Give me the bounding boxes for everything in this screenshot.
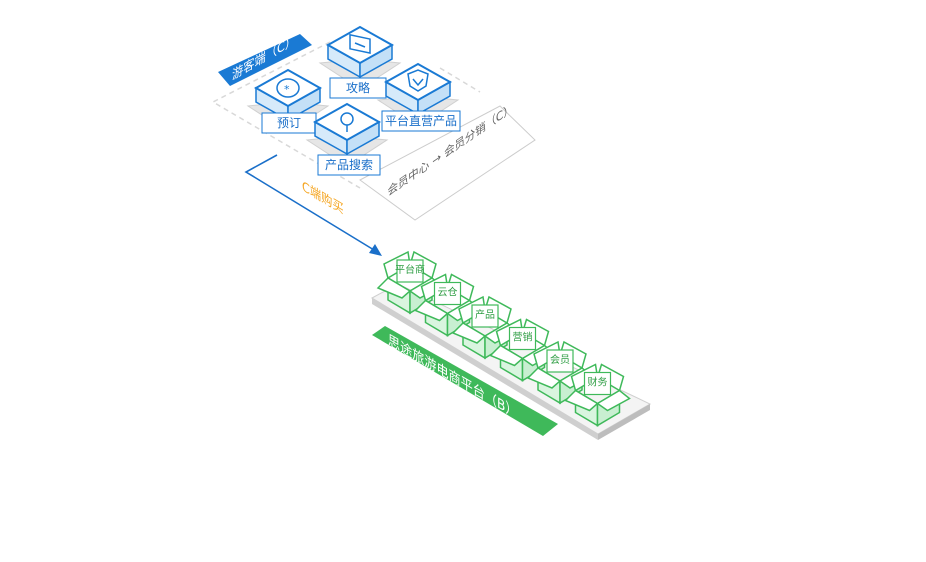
purchase-flow-arrow: [244, 154, 382, 256]
client-area-outline: [211, 41, 481, 189]
module-label: 财务: [588, 376, 608, 389]
module-card: [583, 371, 612, 396]
module-label: 云仓: [438, 286, 458, 299]
module-label: 产品: [475, 308, 495, 321]
flow-label: C端购买: [302, 178, 344, 218]
module-card: [396, 259, 424, 283]
module-label: 预订: [277, 116, 301, 130]
module-card: [546, 349, 574, 373]
module-label: 平台商: [395, 263, 425, 276]
module-label: 会员: [550, 353, 570, 366]
module-label: 平台直营产品: [385, 113, 457, 128]
platform-module-6[interactable]: 财务: [564, 363, 631, 427]
module-label: 攻略: [346, 80, 370, 95]
search-icon: [340, 112, 354, 132]
module-label: 营销: [513, 331, 533, 344]
shield-check-icon: [407, 69, 429, 92]
module-label: 产品搜索: [325, 157, 373, 172]
module-label-box: [317, 154, 381, 176]
module-card: [508, 326, 537, 351]
module-label-box: [381, 110, 461, 132]
asterisk-circle-icon: *: [276, 78, 300, 98]
module-card: [471, 304, 499, 328]
module-card: [433, 281, 462, 306]
document-edit-icon: [349, 33, 371, 54]
client-module-2[interactable]: 平台直营产品: [376, 62, 461, 132]
platform-module-2[interactable]: 云仓: [414, 273, 481, 337]
svg-text:*: *: [284, 83, 290, 96]
client-module-4[interactable]: 产品搜索: [305, 102, 389, 176]
client-module-3[interactable]: * 预订: [246, 68, 330, 134]
